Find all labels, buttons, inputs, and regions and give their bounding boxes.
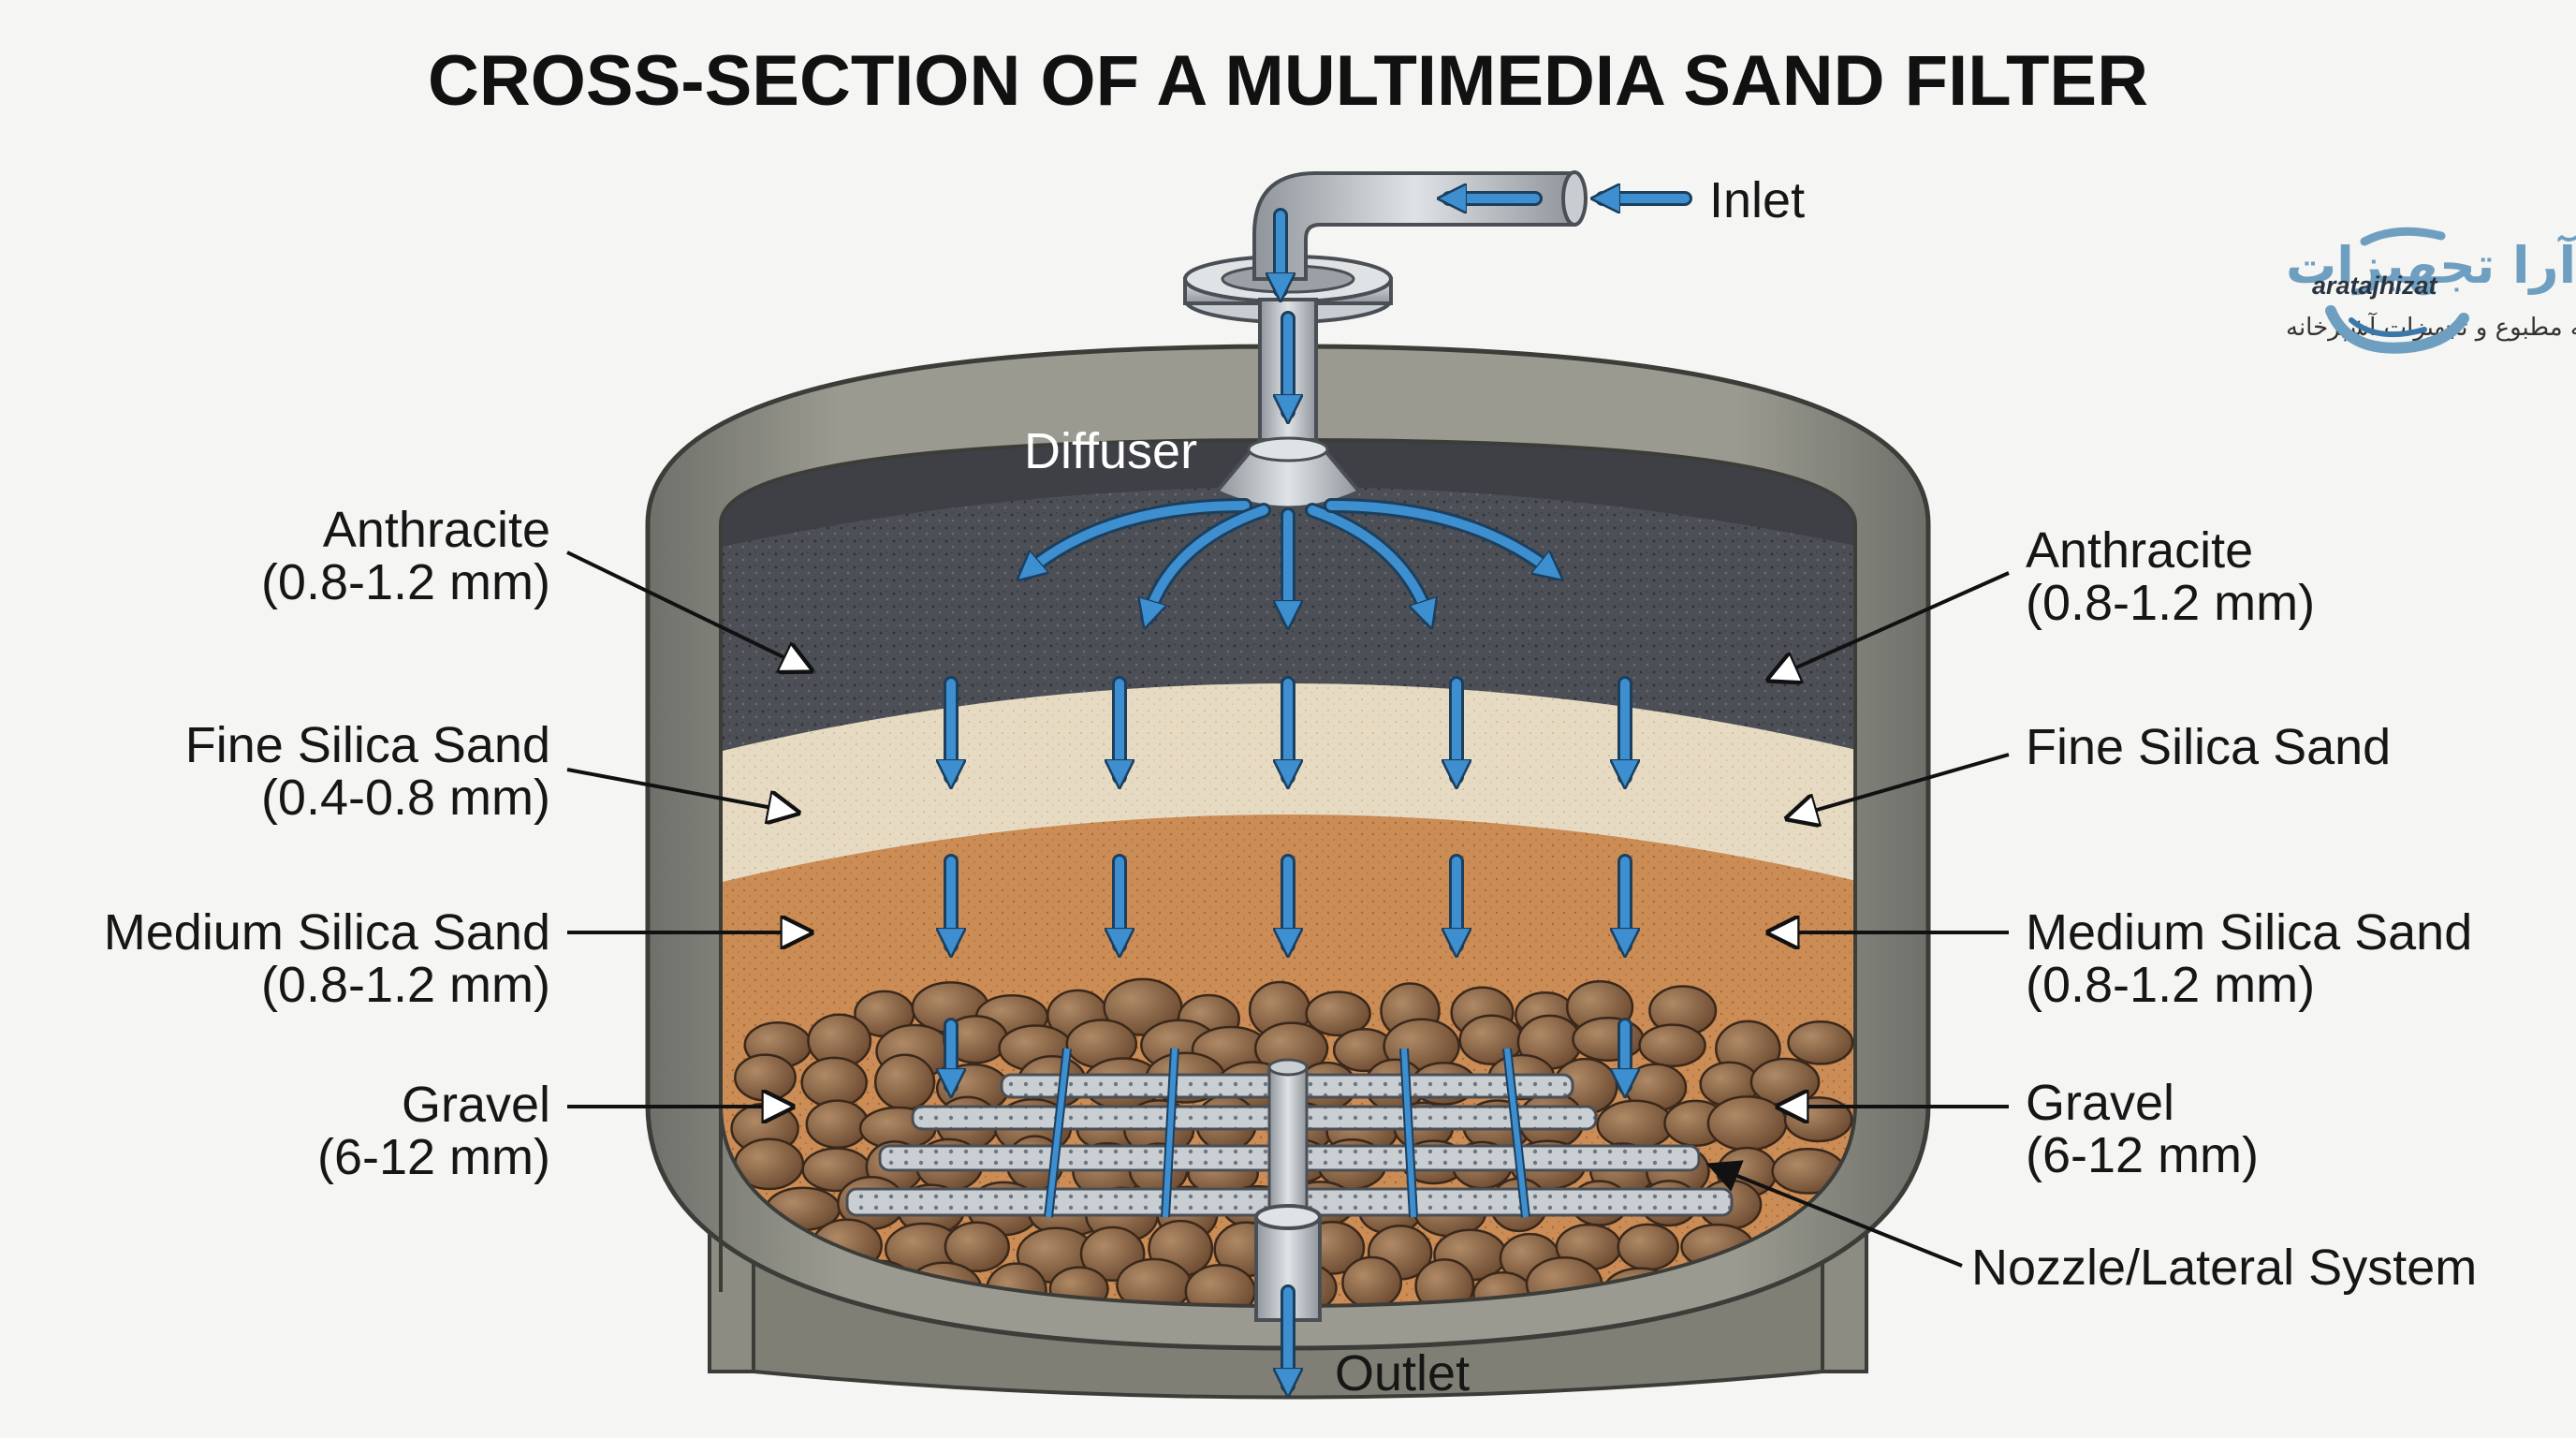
left-medium-sand-name: Medium Silica Sand <box>104 904 550 961</box>
brand-logo: آرا تجهیزات ارائه‌کننده تهویه مطبوع و تج… <box>2286 227 2576 354</box>
spray-arrow <box>1308 506 1428 618</box>
right-fine-sand-name: Fine Silica Sand <box>2026 719 2391 775</box>
gravel-stone <box>1706 1095 1788 1152</box>
brand-swoosh-icon <box>2325 227 2469 354</box>
gravel-stone <box>1787 1020 1854 1065</box>
gravel-stone <box>1596 1099 1675 1151</box>
outlet-label: Outlet <box>1335 1345 1470 1401</box>
right-medium-sand-size: (0.8-1.2 mm) <box>2026 957 2315 1013</box>
inlet-label: Inlet <box>1709 172 1805 228</box>
left-gravel-size: (6-12 mm) <box>317 1129 550 1185</box>
gravel-stone <box>873 1053 936 1111</box>
right-medium-sand-name: Medium Silica Sand <box>2026 904 2472 961</box>
gravel-stone <box>1305 990 1371 1037</box>
right-anthracite-name: Anthracite <box>2026 522 2253 579</box>
left-fine-sand-size: (0.4-0.8 mm) <box>261 770 550 826</box>
diffuser-label: Diffuser <box>1024 423 1197 479</box>
spray-arrow <box>1326 501 1554 573</box>
labels: Inlet Diffuser Outlet Anthracite (0.8-1.… <box>104 172 2477 1401</box>
gravel-stone <box>1617 1223 1679 1271</box>
gravel-stone <box>1638 1023 1706 1068</box>
gravel-stone <box>1783 1096 1853 1143</box>
lateral-flow-arrows <box>1044 1048 1530 1218</box>
right-gravel-size: (6-12 mm) <box>2026 1127 2259 1183</box>
gravel-stone <box>944 1221 1010 1273</box>
nozzle-lateral-label: Nozzle/Lateral System <box>1971 1240 2477 1296</box>
right-anthracite-size: (0.8-1.2 mm) <box>2026 575 2315 631</box>
brand-name-en: aratajhizat <box>2312 271 2438 300</box>
leader-arrows <box>566 550 2010 1268</box>
gravel-stone <box>805 1099 870 1150</box>
left-anthracite-name: Anthracite <box>323 502 550 558</box>
left-anthracite-size: (0.8-1.2 mm) <box>261 554 550 610</box>
diffuser-head <box>1213 438 1363 510</box>
gravel-stone <box>1341 1255 1403 1306</box>
left-medium-sand-size: (0.8-1.2 mm) <box>261 957 550 1013</box>
gravel-stone <box>1572 1017 1645 1062</box>
brand-name-fa: آرا تجهیزات <box>2286 234 2576 295</box>
flow-arrows <box>951 198 1692 1386</box>
spray-arrow <box>1148 506 1268 618</box>
diagram-title: CROSS-SECTION OF A MULTIMEDIA SAND FILTE… <box>428 41 2148 121</box>
gravel-stone <box>734 1053 797 1102</box>
spray-arrow <box>1026 501 1250 573</box>
right-gravel-name: Gravel <box>2026 1075 2174 1131</box>
left-gravel-name: Gravel <box>402 1077 550 1133</box>
left-fine-sand-name: Fine Silica Sand <box>185 717 550 773</box>
